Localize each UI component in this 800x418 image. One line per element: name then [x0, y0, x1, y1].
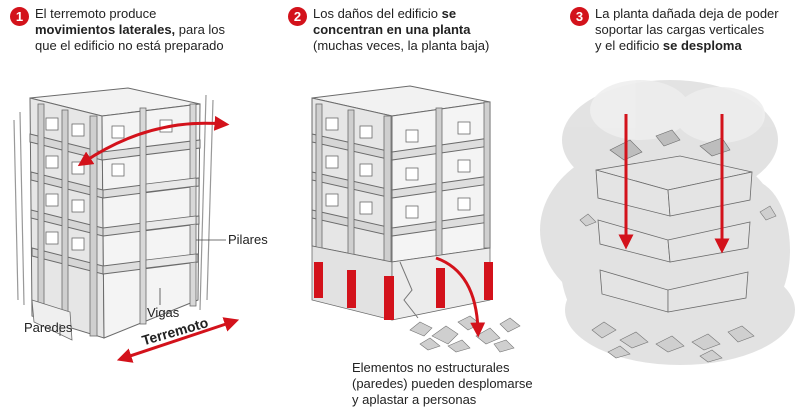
step-1-line1: El terremoto produce [35, 6, 157, 21]
note-line2: (paredes) pueden desplomarse [352, 376, 533, 391]
falling-elements-note: Elementos no estructurales (paredes) pue… [352, 360, 533, 408]
step-2-caption: 2 Los daños del edificio se concentran e… [288, 6, 489, 54]
step-3-line3-bold: se desploma [662, 38, 742, 53]
label-paredes: Paredes [24, 320, 73, 335]
label-vigas: Vigas [147, 305, 180, 320]
building-3-collapse [540, 80, 795, 365]
step-1-number: 1 [10, 7, 29, 26]
step-1-line2: para los [175, 22, 226, 37]
label-pilares: Pilares [228, 232, 268, 247]
step-3-line2: soportar las cargas verticales [595, 22, 765, 37]
note-line3: y aplastar a personas [352, 392, 477, 407]
step-1-line3: que el edificio no está preparado [35, 38, 224, 53]
step-3-line3: y el edificio [595, 38, 663, 53]
step-3-number: 3 [570, 7, 589, 26]
step-3-caption: 3 La planta dañada deja de poder soporta… [570, 6, 779, 54]
note-line1: Elementos no estructurales [352, 360, 510, 375]
step-2-line2-bold: concentran en una planta [313, 22, 471, 37]
step-1-line2-bold: movimientos laterales, [35, 22, 176, 37]
building-2-damaged [311, 85, 521, 353]
step-1-caption: 1 El terremoto produce movimientos later… [10, 6, 225, 54]
step-2-line3: (muchas veces, la planta baja) [313, 38, 490, 53]
step-3-line1: La planta dañada deja de poder [595, 6, 779, 21]
building-1-swaying [13, 87, 240, 363]
step-2-line1-bold: se [441, 6, 457, 21]
step-2-line1: Los daños del edificio [313, 6, 442, 21]
step-2-number: 2 [288, 7, 307, 26]
